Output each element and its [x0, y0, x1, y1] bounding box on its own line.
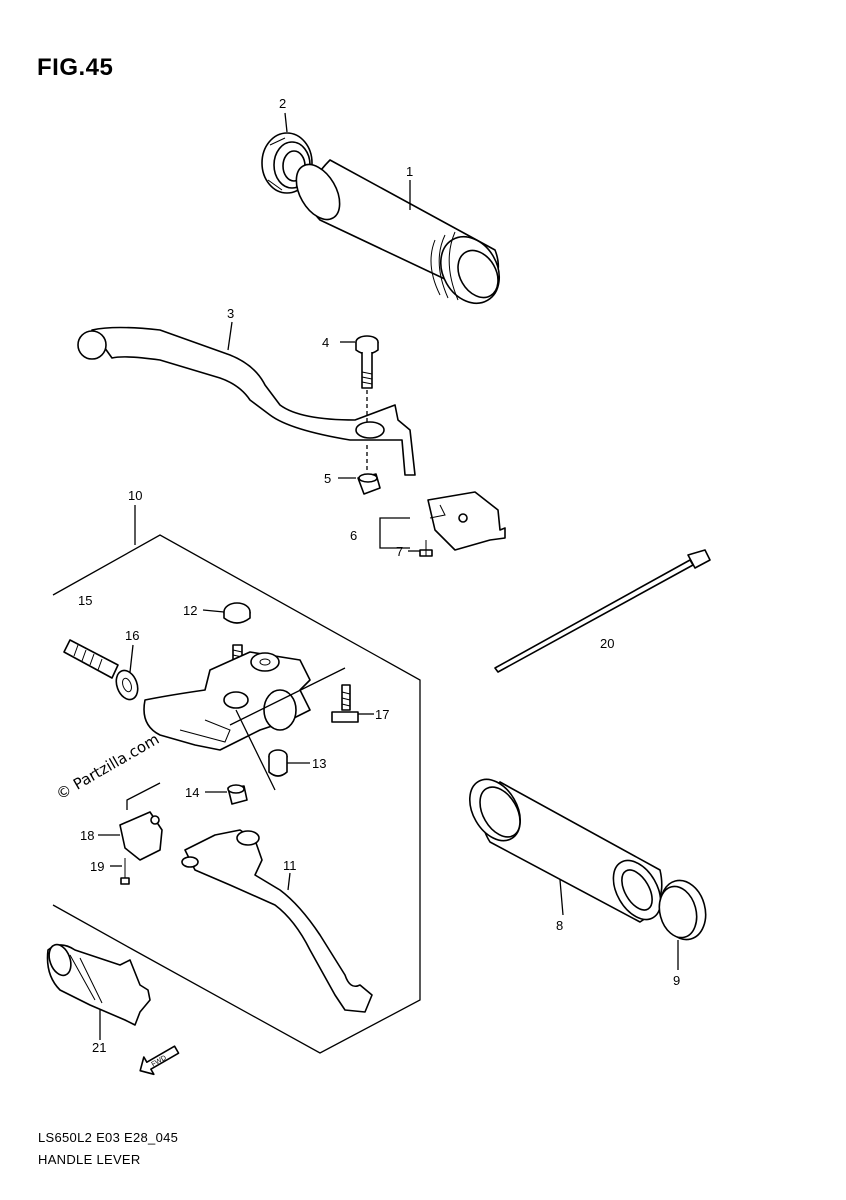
part-11-lever[interactable]	[181, 829, 373, 1013]
callout-21[interactable]: 21	[92, 1040, 106, 1055]
assembly-guide-lines	[229, 667, 346, 791]
part-16-adjuster[interactable]	[63, 639, 142, 703]
part-17-bolt[interactable]	[331, 684, 359, 723]
callout-18[interactable]: 18	[80, 828, 94, 843]
callout-4[interactable]: 4	[322, 335, 329, 350]
callout-19[interactable]: 19	[90, 859, 104, 874]
callout-16[interactable]: 16	[125, 628, 139, 643]
callout-14[interactable]: 14	[185, 785, 199, 800]
diagram-code: LS650L2 E03 E28_045	[38, 1130, 179, 1145]
leader-6-7	[379, 517, 410, 549]
part-20-cable-tie[interactable]	[494, 549, 711, 673]
callout-9[interactable]: 9	[673, 973, 680, 988]
callout-15[interactable]: 15	[78, 593, 92, 608]
part-14-nut[interactable]	[227, 784, 248, 805]
part-9-grip-end-cap[interactable]	[654, 875, 712, 944]
callout-20[interactable]: 20	[600, 636, 614, 651]
fwd-arrow-icon: FWD	[139, 1045, 180, 1076]
callout-2[interactable]: 2	[279, 96, 286, 111]
part-10-assembly-outline	[52, 534, 421, 1054]
callout-5[interactable]: 5	[324, 471, 331, 486]
part-19-screw[interactable]	[120, 858, 130, 885]
part-13-bushing[interactable]	[268, 749, 288, 777]
part-1-throttle-grip[interactable]	[287, 157, 510, 314]
fwd-arrow-label: FWD	[150, 1054, 167, 1068]
leader-18	[126, 782, 161, 810]
lever-bracket[interactable]	[143, 651, 311, 751]
callout-17[interactable]: 17	[375, 707, 389, 722]
part-4-pivot-bolt[interactable]	[355, 335, 379, 425]
part-5-nut[interactable]	[357, 445, 381, 495]
part-8-left-grip[interactable]	[459, 770, 670, 927]
callout-10[interactable]: 10	[128, 488, 142, 503]
callout-12[interactable]: 12	[183, 603, 197, 618]
callout-11[interactable]: 11	[283, 858, 297, 873]
callout-3[interactable]: 3	[227, 306, 234, 321]
part-6-lever-switch[interactable]	[427, 491, 506, 551]
figure-title: FIG.45	[37, 54, 114, 81]
callout-6[interactable]: 6	[350, 528, 357, 543]
part-12-cap[interactable]	[223, 602, 251, 661]
callout-1[interactable]: 1	[406, 164, 413, 179]
callout-leaders	[98, 112, 679, 1040]
callout-7[interactable]: 7	[396, 544, 403, 559]
part-21-grip-cover[interactable]	[45, 942, 151, 1026]
watermark: © Partzilla.com	[53, 730, 162, 803]
callout-8[interactable]: 8	[556, 918, 563, 933]
part-3-lever[interactable]	[77, 326, 416, 476]
part-18-switch[interactable]	[119, 811, 163, 861]
part-7-screw[interactable]	[419, 540, 433, 557]
callout-13[interactable]: 13	[312, 756, 326, 771]
diagram-name: HANDLE LEVER	[38, 1152, 141, 1167]
